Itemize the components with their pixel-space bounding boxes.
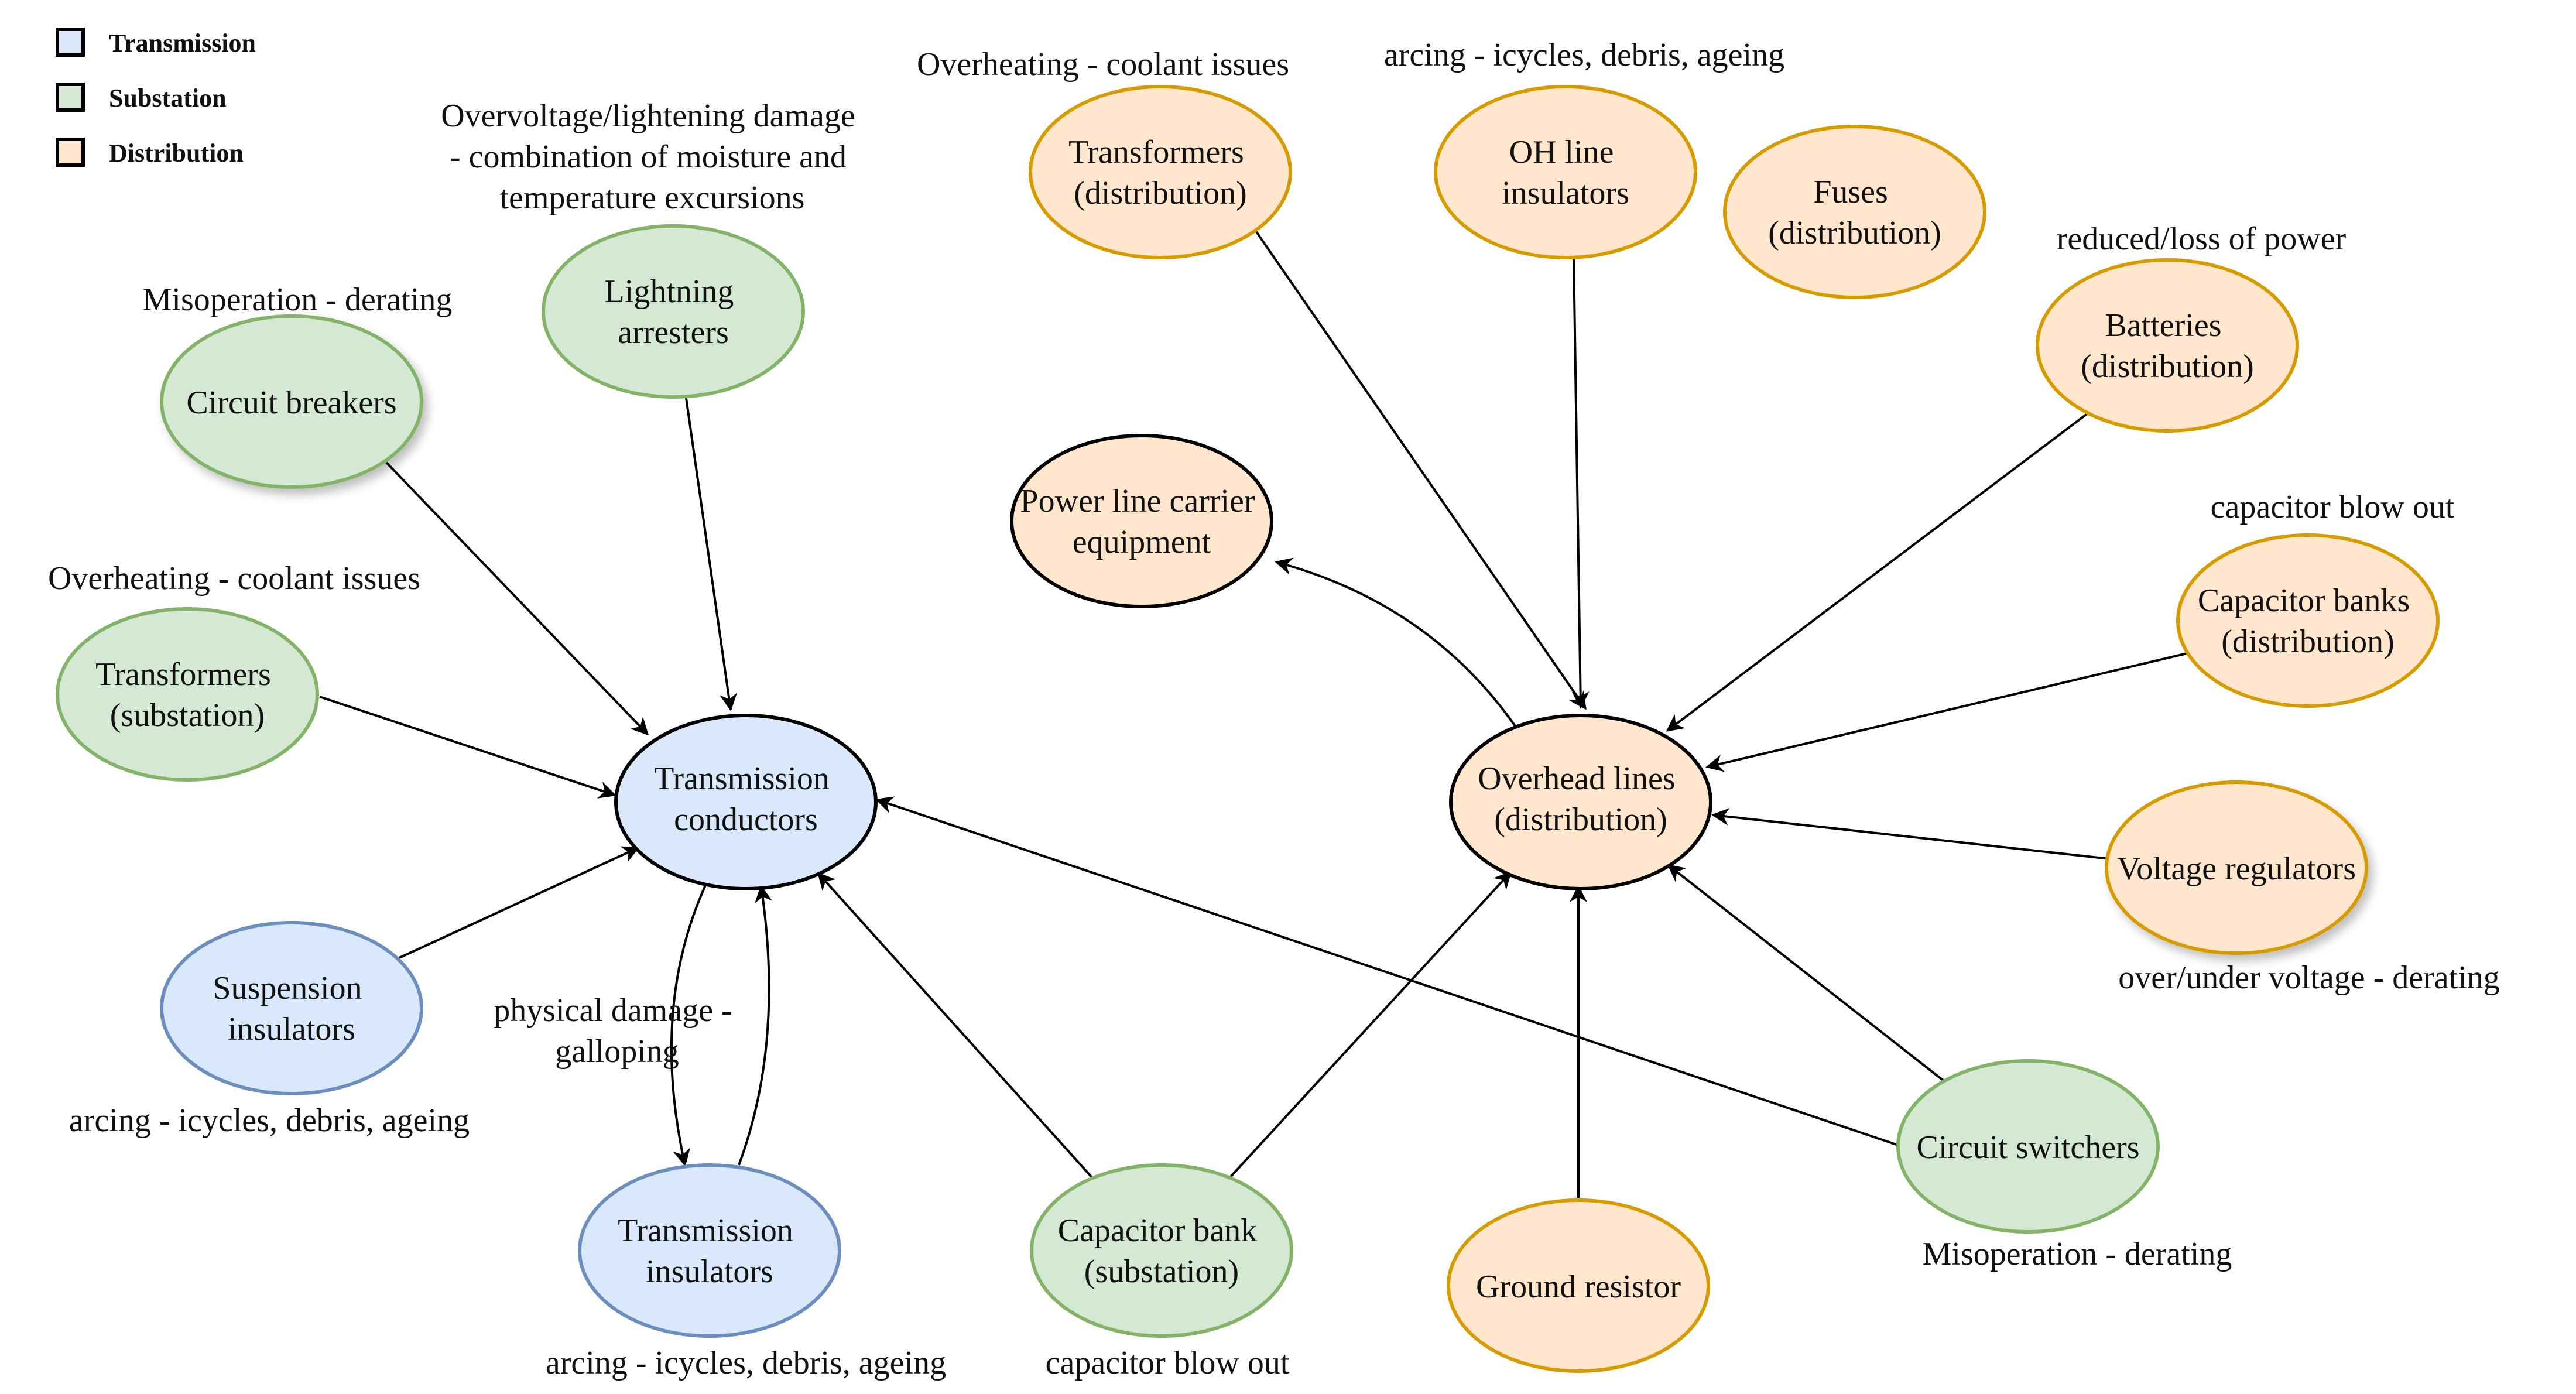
node-circuit-switchers[interactable]: Circuit switchers <box>1896 1059 2160 1234</box>
node-shape <box>160 921 423 1095</box>
edge-circuit-switchers-to-overhead-lines <box>1667 864 1945 1082</box>
annotation-suspension-insulators: arcing - icycles, debris, ageing <box>69 1102 470 1139</box>
legend-item-transmission: Transmission <box>56 28 256 57</box>
node-shape <box>2036 258 2299 433</box>
legend: Transmission Substation Distribution <box>56 28 256 167</box>
legend-item-distribution: Distribution <box>56 138 244 167</box>
nodes: Transmission conductors Overhead lines (… <box>56 85 2440 1373</box>
legend-label-distribution: Distribution <box>109 139 244 167</box>
node-shape <box>1029 85 1292 259</box>
legend-swatch-distribution <box>56 138 85 167</box>
annotation-transmission-insulators: arcing - icycles, debris, ageing <box>546 1345 946 1381</box>
node-voltage-regulators[interactable]: Voltage regulators <box>2105 780 2368 955</box>
node-label: Fuses (distribution) <box>1768 174 1941 251</box>
annotation-capacitor-bank-substation: capacitor blow out <box>1046 1345 1290 1381</box>
node-shape <box>578 1163 841 1338</box>
node-transformers-distribution[interactable]: Transformers (distribution) <box>1029 85 1292 259</box>
node-shape <box>614 714 878 890</box>
edge-lightning-arresters-to-transmission-conductors <box>685 398 738 711</box>
node-label: Transformers (distribution) <box>1068 134 1252 211</box>
annotations: Overheating - coolant issues arcing - ic… <box>48 37 2500 1381</box>
edge-transformers-substation-to-transmission-conductors <box>319 696 616 799</box>
legend-item-substation: Substation <box>56 83 227 112</box>
edge-transmission-insulators-to-transmission-conductors <box>738 885 772 1166</box>
edge-oh-line-insulators-to-overhead-lines <box>1571 257 1590 709</box>
node-label: Capacitor bank (substation) <box>1058 1213 1266 1290</box>
edge-voltage-regulators-to-overhead-lines <box>1711 808 2115 861</box>
node-label: Ground resistor <box>1476 1269 1681 1305</box>
node-lightning-arresters[interactable]: Lightning arresters <box>542 224 805 399</box>
edges <box>319 231 2193 1198</box>
node-transmission-insulators[interactable]: Transmission insulators <box>578 1163 841 1338</box>
node-label: Circuit switchers <box>1916 1129 2139 1166</box>
node-shape <box>1010 434 1273 608</box>
annotation-galloping: physical damage - galloping <box>494 992 740 1070</box>
node-shape <box>1030 1163 1293 1338</box>
annotation-transformers-substation: Overheating - coolant issues <box>48 560 420 597</box>
node-shape <box>1434 85 1697 259</box>
annotation-capacitor-banks-distribution: capacitor blow out <box>2211 489 2455 525</box>
node-label: Circuit breakers <box>186 385 396 421</box>
node-label: Overhead lines (distribution) <box>1478 761 1683 838</box>
node-shape <box>1449 714 1712 890</box>
legend-label-substation: Substation <box>109 84 227 112</box>
node-shape <box>1447 1198 1710 1373</box>
node-label: Transmission insulators <box>618 1213 801 1290</box>
node-shape <box>542 224 805 399</box>
annotation-oh-line-insulators: arcing - icycles, debris, ageing <box>1384 37 1784 73</box>
annotation-circuit-breakers: Misoperation - derating <box>143 282 453 318</box>
node-shape <box>2176 533 2440 708</box>
node-shape <box>1896 1059 2160 1234</box>
edge-overhead-lines-to-power-line-carrier <box>1275 557 1516 727</box>
node-shape <box>160 314 423 489</box>
node-label: Capacitor banks (distribution) <box>2198 583 2418 660</box>
edge-capacitor-banks-to-overhead-lines <box>1705 651 2193 772</box>
node-shape <box>56 607 319 782</box>
annotation-batteries-distribution: reduced/loss of power <box>2057 221 2347 257</box>
legend-swatch-transmission <box>56 28 85 57</box>
edge-suspension-insulators-to-transmission-conductors <box>399 846 640 959</box>
node-label: Transformers (substation) <box>95 656 279 734</box>
node-capacitor-banks-distribution[interactable]: Capacitor banks (distribution) <box>2176 533 2440 708</box>
annotation-transformers-distribution: Overheating - coolant issues <box>917 46 1289 83</box>
edge-circuit-switchers-to-transmission-conductors <box>875 796 1902 1148</box>
node-transformers-substation[interactable]: Transformers (substation) <box>56 607 319 782</box>
node-label: Voltage regulators <box>2117 851 2356 887</box>
edge-transformers-distribution-to-overhead-lines <box>1255 231 1587 710</box>
node-label: Power line carrier equipment <box>1020 483 1263 560</box>
node-label: Suspension insulators <box>213 970 370 1047</box>
edge-batteries-to-overhead-lines <box>1666 412 2089 732</box>
node-fuses-distribution[interactable]: Fuses (distribution) <box>1723 125 1986 299</box>
legend-swatch-substation <box>56 83 85 112</box>
node-circuit-breakers[interactable]: Circuit breakers <box>160 314 423 489</box>
edge-capacitor-bank-to-transmission-conductors <box>817 872 1094 1179</box>
node-suspension-insulators[interactable]: Suspension insulators <box>160 921 423 1095</box>
node-label: OH line insulators <box>1502 134 1629 211</box>
annotation-voltage-regulators: over/under voltage - derating <box>2118 960 2500 996</box>
edge-capacitor-bank-to-overhead-lines <box>1228 871 1512 1179</box>
annotation-lightning-arresters: Overvoltage/lightening damage - combinat… <box>441 98 864 216</box>
node-transmission-conductors[interactable]: Transmission conductors <box>614 714 878 890</box>
node-oh-line-insulators[interactable]: OH line insulators <box>1434 85 1697 259</box>
node-label: Lightning arresters <box>605 273 742 351</box>
edge-transmission-conductors-to-transmission-insulators <box>670 883 707 1167</box>
node-label: Transmission conductors <box>654 761 838 838</box>
node-power-line-carrier[interactable]: Power line carrier equipment <box>1010 434 1273 608</box>
edge-circuit-breakers-to-transmission-conductors <box>385 461 649 736</box>
node-label: Batteries (distribution) <box>2081 307 2254 385</box>
node-shape <box>1723 125 1986 299</box>
node-overhead-lines[interactable]: Overhead lines (distribution) <box>1449 714 1712 890</box>
annotation-circuit-switchers: Misoperation - derating <box>1923 1236 2232 1272</box>
node-ground-resistor[interactable]: Ground resistor <box>1447 1198 1710 1373</box>
node-shape <box>2105 780 2368 955</box>
legend-label-transmission: Transmission <box>109 29 256 57</box>
node-batteries-distribution[interactable]: Batteries (distribution) <box>2036 258 2299 433</box>
node-capacitor-bank-substation[interactable]: Capacitor bank (substation) <box>1030 1163 1293 1338</box>
